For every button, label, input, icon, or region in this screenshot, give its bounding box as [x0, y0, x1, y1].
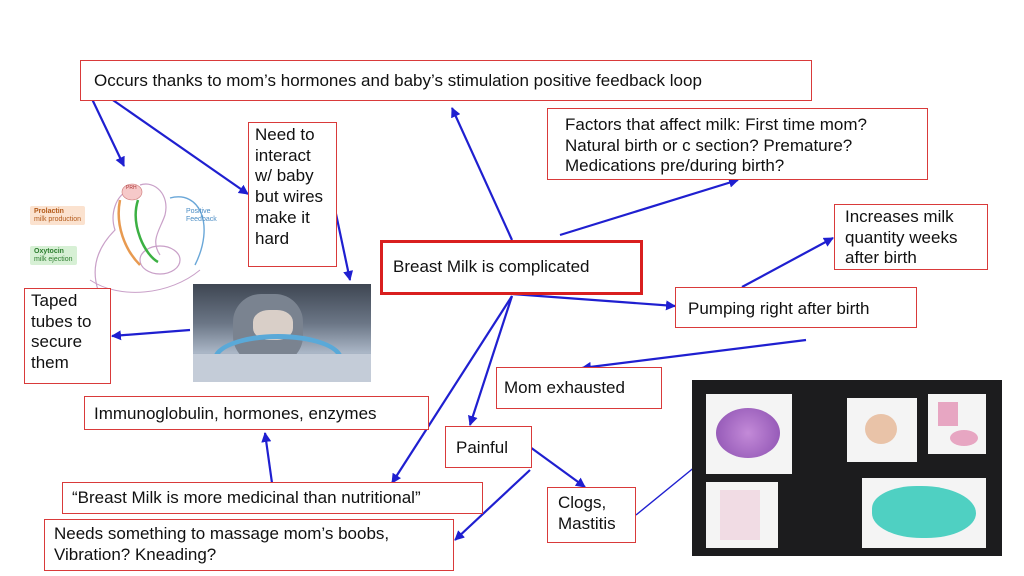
- prolactin-title: Prolactin: [34, 208, 64, 215]
- nipple-pad-card: [847, 398, 917, 462]
- interact-line-4: but wires: [255, 187, 324, 207]
- taped-line-2: tubes to: [31, 311, 92, 331]
- nipple-pad: [865, 414, 897, 444]
- arrow-painful-to-clogs: [529, 446, 586, 488]
- gel-pack: [716, 408, 780, 458]
- arrow-medicinal-to-immuno: [261, 432, 274, 484]
- teal-massager: [872, 486, 976, 538]
- node-hormones-text: Occurs thanks to mom’s hormones and baby…: [94, 71, 702, 90]
- arrow-pump-to-exhausted: [581, 338, 807, 372]
- package-card: [706, 482, 778, 548]
- massage-line-1: Needs something to massage mom’s boobs,: [54, 524, 390, 543]
- factors-line-1: Factors that affect milk: First time mom…: [565, 115, 867, 134]
- factors-line-3: Medications pre/during birth?: [565, 156, 785, 176]
- pink-box: [938, 402, 958, 426]
- node-clogs: Clogs, Mastitis: [547, 487, 636, 543]
- node-exhausted-text: Mom exhausted: [504, 378, 625, 397]
- positive-text: Positive: [186, 208, 211, 215]
- feedback-text: Feedback: [186, 215, 217, 223]
- node-exhausted: Mom exhausted: [496, 367, 662, 409]
- arrow-center-to-factors: [559, 177, 739, 237]
- products-photo: [692, 380, 1002, 556]
- pink-massager: [950, 430, 978, 446]
- hormone-feedback-illustration: Prolactin milk production Oxytocin milk …: [20, 170, 235, 300]
- node-painful-text: Painful: [456, 438, 508, 457]
- increases-line-2: quantity weeks: [845, 227, 958, 247]
- factors-line-2: Natural birth or c section? Premature?: [565, 135, 853, 155]
- pink-device-card: [928, 394, 986, 454]
- interact-line-1: Need to: [255, 125, 315, 144]
- increases-line-3: after birth: [845, 248, 917, 268]
- node-immuno: Immunoglobulin, hormones, enzymes: [84, 396, 429, 430]
- prolactin-label: Prolactin milk production: [30, 206, 86, 226]
- bed-sheet: [193, 354, 371, 382]
- arrow-center-to-hormones: [450, 107, 514, 241]
- node-immuno-text: Immunoglobulin, hormones, enzymes: [94, 404, 377, 423]
- interact-line-5: make it: [255, 207, 310, 227]
- clogs-line-2: Mastitis: [558, 513, 616, 533]
- line-clogs-to-products: [635, 465, 697, 516]
- node-pumping: Pumping right after birth: [675, 287, 917, 328]
- arrow-painful-to-massage: [454, 469, 531, 541]
- oxytocin-title: Oxytocin: [34, 248, 64, 255]
- node-massage: Needs something to massage mom’s boobs, …: [44, 519, 454, 571]
- oxytocin-label: Oxytocin milk ejection: [30, 246, 77, 266]
- node-pumping-text: Pumping right after birth: [688, 299, 870, 318]
- pink-package: [720, 490, 760, 540]
- node-medicinal: “Breast Milk is more medicinal than nutr…: [62, 482, 483, 514]
- taped-line-1: Taped: [31, 291, 78, 310]
- node-interact: Need to interact w/ baby but wires make …: [248, 122, 337, 267]
- massage-line-2: Vibration? Kneading?: [54, 544, 217, 564]
- positive-feedback-label: Positive Feedback: [182, 206, 221, 225]
- arrow-center-to-pumping: [511, 292, 676, 311]
- node-factors: Factors that affect milk: First time mom…: [547, 108, 928, 180]
- node-increases: Increases milk quantity weeks after birt…: [834, 204, 988, 270]
- arrow-pumping-to-increases: [741, 237, 834, 288]
- interact-line-3: w/ baby: [255, 166, 314, 186]
- hospital-photo: [193, 284, 371, 382]
- interact-line-6: hard: [255, 228, 290, 248]
- prh-label: PRH: [126, 185, 137, 191]
- interact-line-2: interact: [255, 145, 311, 165]
- taped-line-3: secure: [31, 332, 83, 352]
- node-medicinal-text: “Breast Milk is more medicinal than nutr…: [72, 488, 421, 507]
- teal-massager-card: [862, 478, 986, 548]
- oxytocin-subtitle: milk ejection: [34, 255, 73, 263]
- arrow-center-to-medicinal: [391, 295, 513, 484]
- node-center: Breast Milk is complicated: [380, 240, 643, 295]
- mother-baby-drawing: [89, 183, 205, 293]
- arrow-center-to-painful: [468, 295, 514, 426]
- node-painful: Painful: [445, 426, 532, 468]
- increases-line-1: Increases milk: [845, 207, 954, 226]
- prolactin-subtitle: milk production: [34, 215, 82, 223]
- clogs-line-1: Clogs,: [558, 493, 607, 512]
- node-taped: Taped tubes to secure them: [24, 288, 111, 384]
- gel-pack-card: [706, 394, 792, 474]
- arrow-photo-to-taped: [111, 328, 191, 341]
- center-text: Breast Milk is complicated: [393, 257, 590, 277]
- node-hormones: Occurs thanks to mom’s hormones and baby…: [80, 60, 812, 101]
- taped-line-4: them: [31, 353, 69, 373]
